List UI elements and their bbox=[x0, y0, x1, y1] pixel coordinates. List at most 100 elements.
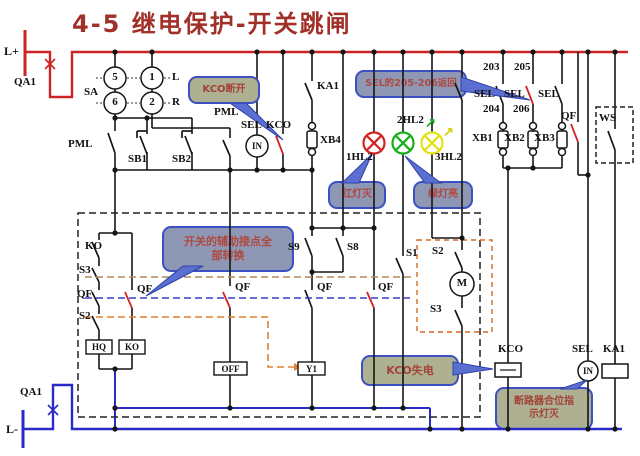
l-plus-label: L+ bbox=[4, 44, 19, 58]
ko-label: KO bbox=[85, 240, 103, 252]
ws-label: WS bbox=[599, 112, 617, 124]
sel-lamp bbox=[577, 360, 599, 382]
callout-red-lamp-off-text: 红灯灭 bbox=[342, 188, 372, 200]
xb4-label: XB4 bbox=[320, 134, 341, 146]
s3-contact bbox=[91, 267, 100, 283]
s9-contact bbox=[304, 237, 313, 257]
qf-e-label: QF bbox=[378, 281, 394, 293]
s3-motor-label: S3 bbox=[430, 303, 442, 315]
sa-terminal-2 bbox=[140, 91, 164, 115]
sel-lamp-in-label: IN bbox=[582, 366, 593, 376]
kco-top-label: KCO bbox=[266, 119, 292, 131]
pml-lamp-in-label: IN bbox=[251, 141, 262, 151]
qf-contact-a bbox=[91, 291, 100, 307]
kco-contact-red bbox=[275, 135, 284, 155]
sb1-button bbox=[139, 135, 148, 155]
ka1-top-label: KA1 bbox=[317, 80, 339, 92]
s2-contact bbox=[91, 315, 100, 331]
sb2-label: SB2 bbox=[172, 153, 191, 165]
qf-contact-d bbox=[304, 289, 313, 309]
sel-contact-205-red bbox=[525, 85, 534, 105]
callout-breaker-line2: 示灯灭 bbox=[529, 408, 559, 420]
pml-top-label: PML bbox=[214, 106, 239, 118]
ws-contact bbox=[607, 130, 616, 151]
page-title: 4-5 继电保护-开关跳闸 bbox=[72, 10, 352, 38]
xb3-label: XB3 bbox=[534, 132, 555, 144]
sa-label: SA bbox=[84, 86, 99, 98]
off-box bbox=[213, 361, 248, 376]
orange-linkage-line bbox=[85, 316, 294, 368]
callout-kco-loss: KCO失电 bbox=[361, 355, 459, 386]
pml-lamp bbox=[245, 134, 269, 158]
y1-box-label: Y1 bbox=[306, 364, 317, 374]
callout-sel-return-text: SEL的205-206返回 bbox=[365, 78, 457, 90]
s9-label: S9 bbox=[288, 241, 300, 253]
y1-box bbox=[297, 361, 326, 376]
n203-label: 203 bbox=[483, 61, 500, 73]
contacts-switched bbox=[124, 85, 579, 309]
sa-terminal-1-label: 1 bbox=[149, 71, 155, 83]
hq-box bbox=[85, 339, 113, 355]
green-lamp-2hl2 bbox=[391, 131, 415, 155]
xb4-link bbox=[306, 121, 318, 157]
callout-kco-open: KCO断开 bbox=[188, 76, 260, 104]
aux-contact bbox=[222, 139, 231, 157]
sa-terminal-1 bbox=[140, 66, 164, 90]
callout-green-lamp-on-text: 绿灯亮 bbox=[428, 188, 458, 200]
sel1-label: SEL bbox=[474, 88, 495, 100]
sa-l-label: L bbox=[172, 71, 180, 83]
s3-label: S3 bbox=[79, 264, 91, 276]
sel-contact-3 bbox=[554, 85, 563, 105]
sa-terminal-5 bbox=[103, 66, 127, 90]
symbols bbox=[85, 66, 629, 382]
callout-kco-open-text: KCO断开 bbox=[202, 83, 246, 95]
qf-d-label: QF bbox=[317, 281, 333, 293]
lamp-2hl2-label: 2HL2 bbox=[397, 114, 424, 126]
qf-c-label: QF bbox=[235, 281, 251, 293]
motor-dashed-box bbox=[416, 239, 493, 333]
lamp-1hl2-label: 1HL2 bbox=[346, 151, 373, 163]
qf-contact-right-red bbox=[570, 123, 579, 143]
s8-label: S8 bbox=[347, 241, 359, 253]
callout-tails bbox=[145, 76, 588, 390]
tail-red-off bbox=[340, 153, 373, 184]
negative-bus bbox=[21, 369, 622, 448]
qf-contact-b-red bbox=[124, 291, 133, 309]
sa-terminal-6 bbox=[103, 91, 127, 115]
sa-terminal-6-label: 6 bbox=[112, 96, 118, 108]
sa-terminal-2-label: 2 bbox=[149, 96, 155, 108]
pml-left-label: PML bbox=[68, 138, 93, 150]
qa1-bottom-label: QA1 bbox=[20, 386, 42, 398]
lamp-3hl2-label: 3HL2 bbox=[435, 151, 462, 163]
callout-breaker-indicator: 断路器合位指 示灯灭 bbox=[495, 387, 593, 430]
n205-label: 205 bbox=[514, 61, 531, 73]
qf-right-label: QF bbox=[561, 110, 577, 122]
tail-breaker bbox=[559, 379, 588, 390]
indicator-lamps bbox=[362, 131, 444, 155]
junction-dots bbox=[112, 49, 618, 432]
ws-dashed-box bbox=[595, 106, 634, 164]
xb3-link bbox=[556, 121, 568, 157]
n204-label: 204 bbox=[483, 103, 500, 115]
sa-terminal-5-label: 5 bbox=[112, 71, 118, 83]
tail-aux bbox=[145, 265, 204, 297]
n206-label: 206 bbox=[513, 103, 530, 115]
qf-b-label: QF bbox=[137, 283, 153, 295]
s2-motor-contact bbox=[454, 251, 463, 269]
sel-top-label: SEL bbox=[241, 119, 262, 131]
ko-contact bbox=[91, 241, 100, 259]
red-lamp-1hl2 bbox=[362, 131, 386, 155]
s2-label: S2 bbox=[79, 310, 91, 322]
pml-contact bbox=[107, 132, 116, 154]
callout-aux-line1: 开关的辅助接点全 bbox=[184, 235, 272, 249]
callout-green-lamp-on: 绿灯亮 bbox=[413, 181, 473, 209]
sb1-label: SB1 bbox=[128, 153, 147, 165]
positive-bus bbox=[23, 30, 628, 99]
qf-contact-c-red bbox=[222, 291, 231, 309]
hq-box-label: HQ bbox=[91, 342, 106, 352]
qa1-top-label: QA1 bbox=[14, 76, 36, 88]
ka1-contact bbox=[304, 82, 313, 101]
yellow-lamp-3hl2 bbox=[420, 131, 444, 155]
sel-coil-label: SEL bbox=[572, 343, 593, 355]
